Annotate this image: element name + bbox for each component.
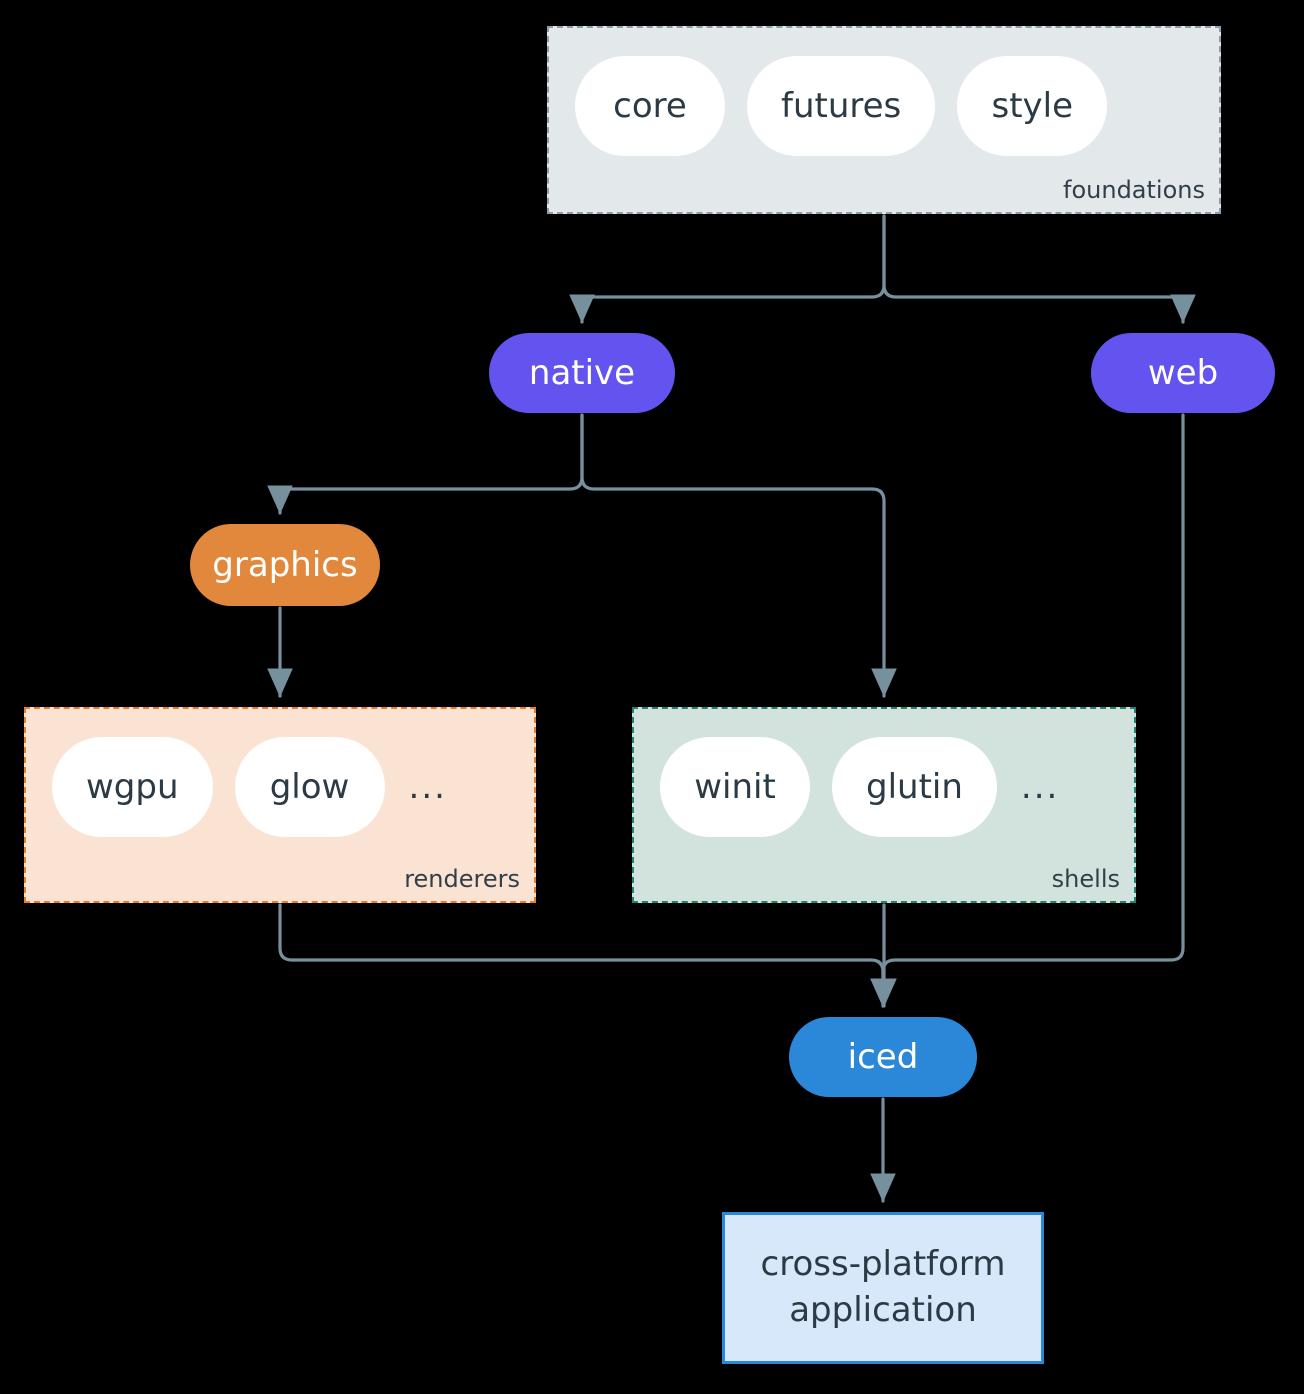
group-shells: winit glutin ... shells [632,707,1136,903]
group-shells-label: shells [1051,865,1120,893]
group-foundations-label: foundations [1063,176,1205,204]
edge-native-graphics [267,413,584,515]
node-winit[interactable]: winit [660,737,810,837]
node-iced[interactable]: iced [789,1017,977,1097]
node-graphics[interactable]: graphics [190,524,380,606]
edge-renderers-iced [278,903,896,1008]
group-foundations-items: core futures style [575,56,1108,156]
shells-ellipsis: ... [1020,767,1060,807]
node-glow[interactable]: glow [234,737,385,837]
node-cross-platform-application[interactable]: cross-platform application [722,1212,1044,1364]
edge-foundations-web [882,214,1196,324]
group-shells-items: winit glutin ... [660,737,1059,837]
group-renderers: wgpu glow ... renderers [24,707,536,903]
application-line-1: cross-platform [760,1244,1006,1285]
edge-native-shells [580,413,897,698]
node-core[interactable]: core [575,56,725,156]
node-style[interactable]: style [957,56,1108,156]
group-renderers-items: wgpu glow ... [52,737,447,837]
group-renderers-label: renderers [404,865,520,893]
node-futures[interactable]: futures [747,56,936,156]
node-native[interactable]: native [489,333,675,413]
edge-foundations-native [569,214,886,324]
node-wgpu[interactable]: wgpu [52,737,213,837]
application-line-2: application [789,1290,977,1330]
renderers-ellipsis: ... [408,767,447,807]
node-glutin[interactable]: glutin [832,737,997,837]
node-web[interactable]: web [1091,333,1275,413]
group-foundations: core futures style foundations [547,26,1221,214]
